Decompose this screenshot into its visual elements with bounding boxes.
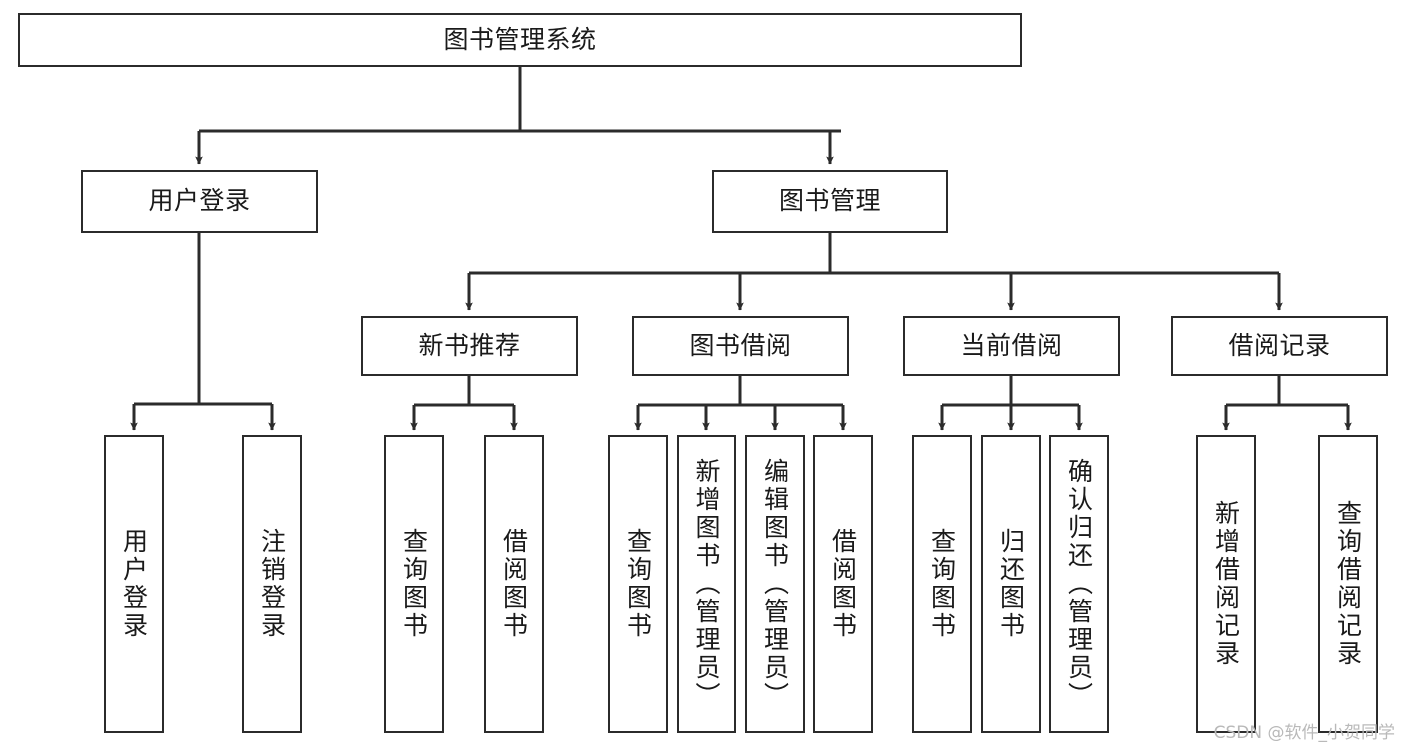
node-root-book-management-system[interactable]: 图书管理系统 <box>18 13 1022 67</box>
node-book-borrowing[interactable]: 图书借阅 <box>632 316 849 376</box>
node-label: 用户登录 <box>148 186 251 216</box>
node-label: 用户登录 <box>119 528 149 640</box>
node-label: 借阅图书 <box>828 528 858 640</box>
leaf-book-borrow-edit-book-admin[interactable]: 编辑图书（管理员） <box>745 435 805 733</box>
node-label: 新增图书（管理员） <box>692 458 721 710</box>
leaf-current-borrow-confirm-return-admin[interactable]: 确认归还（管理员） <box>1049 435 1109 733</box>
node-label: 查询图书 <box>927 528 957 640</box>
leaf-current-borrow-return-book[interactable]: 归还图书 <box>981 435 1041 733</box>
node-label: 查询图书 <box>399 528 429 640</box>
node-label: 确认归还（管理员） <box>1064 458 1094 710</box>
leaf-borrow-record-query-record[interactable]: 查询借阅记录 <box>1318 435 1378 733</box>
node-new-book-recommendation[interactable]: 新书推荐 <box>361 316 578 376</box>
leaf-new-book-borrow-book[interactable]: 借阅图书 <box>484 435 544 733</box>
node-label: 借阅记录 <box>1228 330 1331 360</box>
node-label: 新增借阅记录 <box>1211 500 1241 668</box>
node-label: 图书借阅 <box>689 330 792 360</box>
leaf-current-borrow-query-book[interactable]: 查询图书 <box>912 435 972 733</box>
node-label: 查询图书 <box>623 528 653 640</box>
leaf-book-borrow-query-book[interactable]: 查询图书 <box>608 435 668 733</box>
node-label: 当前借阅 <box>960 330 1063 360</box>
node-label: 注销登录 <box>257 528 287 640</box>
leaf-user-login-login[interactable]: 用户登录 <box>104 435 164 733</box>
node-label: 归还图书 <box>996 528 1026 640</box>
node-label: 编辑图书（管理员） <box>760 458 790 710</box>
node-label: 查询借阅记录 <box>1333 500 1363 668</box>
leaf-book-borrow-add-book-admin[interactable]: 新增图书（管理员） <box>677 435 736 733</box>
node-borrowing-records[interactable]: 借阅记录 <box>1171 316 1388 376</box>
node-user-login[interactable]: 用户登录 <box>81 170 318 233</box>
node-label: 借阅图书 <box>499 528 529 640</box>
leaf-new-book-query-book[interactable]: 查询图书 <box>384 435 444 733</box>
leaf-book-borrow-borrow-book[interactable]: 借阅图书 <box>813 435 873 733</box>
node-label: 图书管理系统 <box>443 24 597 54</box>
node-label: 图书管理 <box>778 186 881 216</box>
node-label: 新书推荐 <box>418 330 521 360</box>
node-book-management[interactable]: 图书管理 <box>712 170 948 233</box>
node-current-borrowing[interactable]: 当前借阅 <box>903 316 1120 376</box>
csdn-watermark: CSDN @软件_小贺同学 <box>1213 723 1395 743</box>
leaf-user-login-logout[interactable]: 注销登录 <box>242 435 302 733</box>
leaf-borrow-record-add-record[interactable]: 新增借阅记录 <box>1196 435 1256 733</box>
